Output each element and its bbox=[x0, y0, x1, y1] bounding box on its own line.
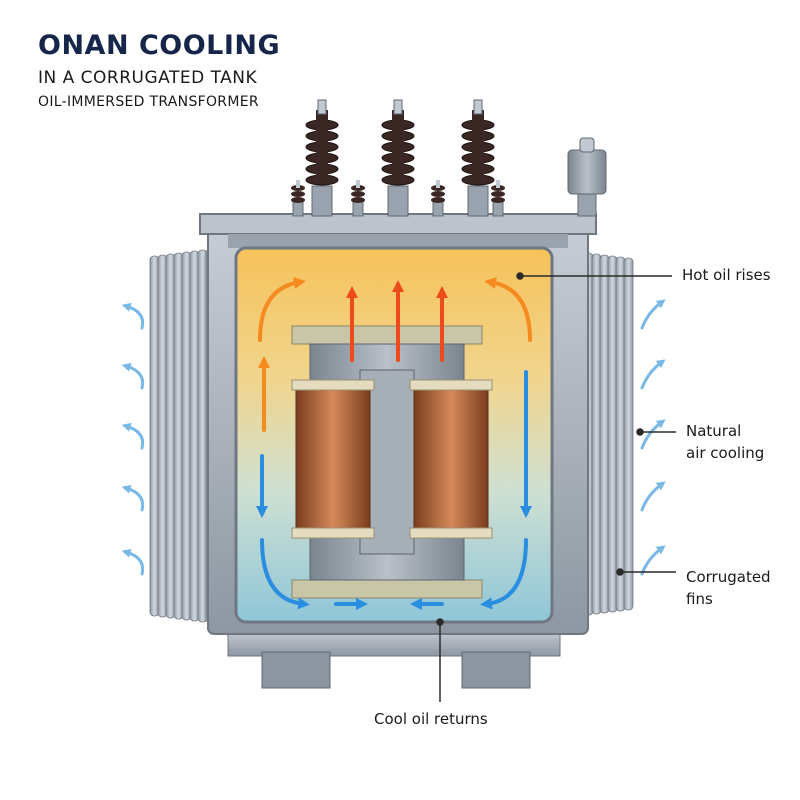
label-corrugated-fins: Corrugated fins bbox=[686, 566, 771, 610]
porcelain-bushing-icon bbox=[291, 99, 505, 217]
label-natural-air: Natural air cooling bbox=[686, 420, 764, 464]
base-skids bbox=[227, 629, 561, 689]
page-subtitle: IN A CORRUGATED TANK bbox=[38, 68, 258, 88]
hot-oil-arrows bbox=[258, 276, 532, 432]
leader-lines bbox=[436, 272, 676, 702]
conservator-icon bbox=[567, 137, 607, 217]
corrugated-fins-left bbox=[149, 248, 216, 624]
label-natural-air-line1: Natural bbox=[686, 422, 742, 440]
label-corrugated-fins-line2: fins bbox=[686, 590, 713, 608]
label-corrugated-fins-line1: Corrugated bbox=[686, 568, 771, 586]
label-hot-oil: Hot oil rises bbox=[682, 266, 771, 284]
page-subtitle-secondary: OIL-IMMERSED TRANSFORMER bbox=[38, 94, 259, 110]
core-and-windings bbox=[291, 325, 493, 599]
label-cool-oil: Cool oil returns bbox=[374, 710, 488, 728]
label-natural-air-line2: air cooling bbox=[686, 444, 765, 462]
cool-oil-arrows bbox=[256, 370, 532, 610]
page-title: ONAN COOLING bbox=[38, 30, 281, 61]
